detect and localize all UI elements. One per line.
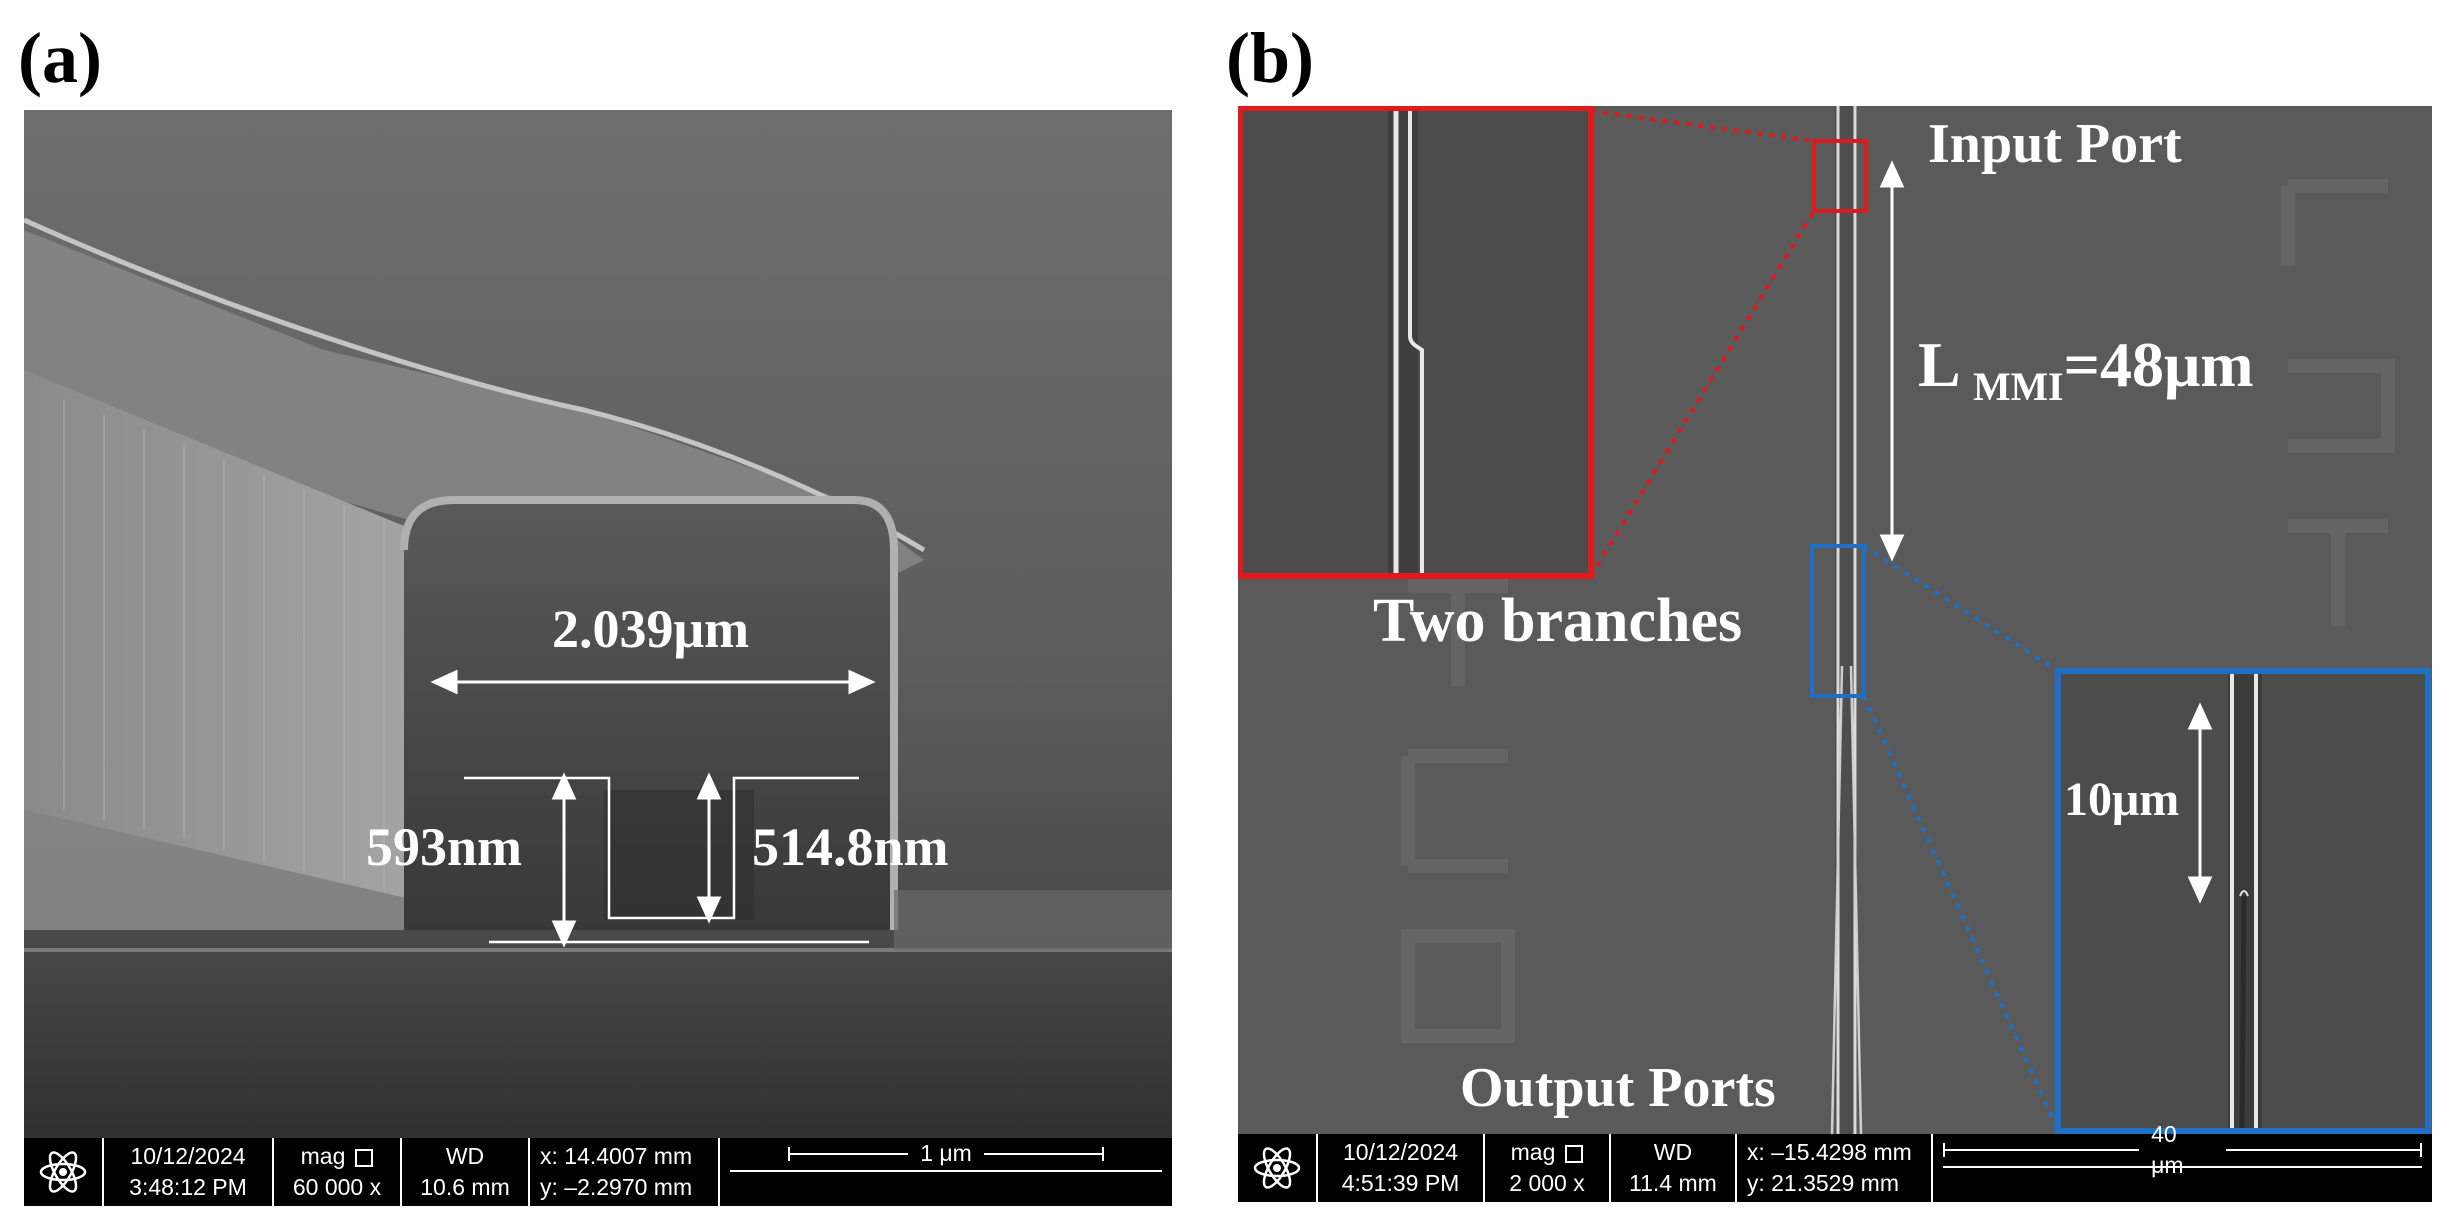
scale-bar-right-b	[2226, 1143, 2423, 1157]
lmmi-label: L MMI=48μm	[1918, 328, 2254, 410]
instrument-logo-icon	[24, 1138, 104, 1206]
scale-bar-label-b: 40 μm	[2151, 1120, 2184, 1178]
sem-databar-a: 10/12/2024 3:48:12 PM mag 60 000 x WD 10…	[24, 1138, 1172, 1206]
panel-a-letter: (a)	[18, 18, 102, 98]
cross-section-micrograph	[24, 110, 1172, 1138]
mag-value-b: 2 000 x	[1509, 1170, 1585, 1196]
inset-input-port-zoom	[1238, 106, 1594, 579]
x-coordinate: x: 14.4007 mm	[540, 1142, 693, 1169]
x-coordinate-b: x: –15.4298 mm	[1746, 1138, 1912, 1165]
panel-b-letter: (b)	[1226, 18, 1314, 98]
time-text-b: 4:51:39 PM	[1341, 1170, 1460, 1196]
input-port-label: Input Port	[1928, 113, 2182, 175]
etch-depth-593-label: 593nm	[366, 817, 523, 877]
datetime-cell-b: 10/12/2024 4:51:39 PM	[1318, 1134, 1486, 1202]
output-ports-label: Output Ports	[1460, 1057, 1776, 1119]
sem-databar-b: 10/12/2024 4:51:39 PM mag 2 000 x WD 11.…	[1238, 1121, 2432, 1202]
date-text: 10/12/2024	[130, 1142, 246, 1169]
wd-label-b: WD	[1653, 1138, 1693, 1165]
dimension-annotations	[430, 669, 876, 948]
stage-coords-cell: x: 14.4007 mm y: –2.2970 mm	[530, 1138, 720, 1206]
scale-bar-left-b	[1943, 1143, 2140, 1157]
scale-bar-right	[983, 1147, 1104, 1161]
two-branches-label: Two branches	[1373, 587, 1743, 655]
y-coordinate: y: –2.2970 mm	[540, 1174, 693, 1200]
wd-label: WD	[445, 1142, 485, 1169]
mag-box-icon-b	[1565, 1144, 1584, 1163]
y-coordinate-b: y: 21.3529 mm	[1746, 1170, 1899, 1196]
wd-cell-b: WD 11.4 mm	[1611, 1134, 1737, 1202]
ridge-width-label: 2.039μm	[552, 599, 750, 659]
mag-cell: mag 60 000 x	[274, 1138, 402, 1206]
lmmi-subscript: MMI	[1973, 364, 2064, 409]
time-text: 3:48:12 PM	[129, 1174, 247, 1200]
datetime-cell: 10/12/2024 3:48:12 PM	[104, 1138, 274, 1206]
scale-bar-cell-b: 40 μm	[1933, 1121, 2432, 1202]
instrument-logo-icon-b	[1238, 1134, 1318, 1202]
lmmi-value: =48μm	[2063, 329, 2254, 400]
date-text-b: 10/12/2024	[1342, 1138, 1459, 1165]
mag-value: 60 000 x	[292, 1174, 382, 1200]
inset-two-branches-zoom	[2055, 668, 2431, 1134]
sem-image-mmi-top-view: Input Port L MMI=48μm Two branches Outpu…	[1238, 106, 2432, 1134]
stage-coords-cell-b: x: –15.4298 mm y: 21.3529 mm	[1737, 1134, 1934, 1202]
sem-image-cross-section: 2.039μm 593nm 514.8nm	[24, 110, 1172, 1138]
mmi-micrograph	[1238, 106, 2432, 1134]
mag-label: mag	[300, 1142, 346, 1169]
mag-box-icon	[355, 1148, 374, 1167]
mag-label-b: mag	[1510, 1138, 1556, 1165]
wd-cell: WD 10.6 mm	[402, 1138, 530, 1206]
scale-bar-left	[788, 1147, 909, 1161]
scale-bar-cell: 1 μm	[720, 1138, 1172, 1206]
wd-value: 10.6 mm	[420, 1174, 510, 1200]
lmmi-prefix: L	[1918, 329, 1958, 400]
etch-depth-514-label: 514.8nm	[752, 817, 949, 877]
wd-value-b: 11.4 mm	[1629, 1170, 1717, 1196]
scale-bar-label: 1 μm	[920, 1140, 972, 1167]
mag-cell-b: mag 2 000 x	[1485, 1134, 1611, 1202]
inset-length-label: 10μm	[2064, 773, 2180, 826]
